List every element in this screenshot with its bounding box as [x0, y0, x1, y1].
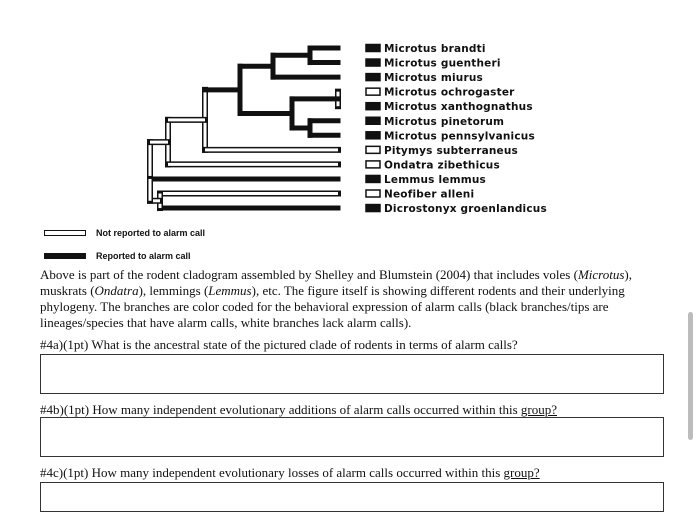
tip-box — [365, 43, 381, 53]
question-4b: #4b)(1pt) How many independent evolution… — [40, 402, 557, 418]
description-text: Above is part of the rodent cladogram as… — [40, 267, 578, 282]
legend-white-swatch — [44, 230, 86, 236]
question-4b-underlined: group? — [520, 402, 557, 417]
question-4c: #4c)(1pt) How many independent evolution… — [40, 465, 540, 481]
tip-box — [365, 131, 381, 140]
legend-not-reported: Not reported to alarm call — [44, 228, 205, 238]
legend-black-swatch — [44, 253, 86, 259]
tip-box — [365, 101, 381, 111]
tip-box — [365, 58, 381, 67]
tip-box — [365, 145, 381, 155]
tip-box — [365, 116, 381, 125]
taxon-label: Microtus pinetorum — [384, 116, 504, 128]
genus-microtus: Microtus — [577, 267, 625, 282]
taxon-label: Microtus miurus — [384, 72, 483, 84]
taxon-label: Microtus pennsylvanicus — [384, 130, 535, 142]
tip-box — [365, 203, 381, 213]
taxon-label: Neofiber alleni — [384, 189, 474, 201]
answer-box-4a[interactable] — [40, 354, 664, 394]
taxon-label: Microtus ochrogaster — [384, 87, 515, 99]
taxon-label: Microtus xanthognathus — [384, 101, 533, 113]
tip-box — [365, 72, 381, 82]
description-text: ), muskrats ( — [40, 267, 632, 298]
genus-lemmus: Lemmus — [208, 283, 252, 298]
taxon-label: Microtus guentheri — [384, 58, 501, 70]
legend-not-reported-label: Not reported to alarm call — [96, 228, 206, 238]
description-paragraph: Above is part of the rodent cladogram as… — [40, 267, 655, 331]
taxon-label: Pitymys subterraneus — [384, 145, 518, 157]
taxon-label: Microtus brandti — [384, 43, 486, 55]
genus-ondatra: Ondatra — [94, 283, 139, 298]
question-4c-text: #4c)(1pt) How many independent evolution… — [40, 465, 504, 480]
question-4a: #4a)(1pt) What is the ancestral state of… — [40, 337, 518, 352]
answer-box-4b[interactable] — [40, 417, 664, 457]
legend-reported: Reported to alarm call — [44, 251, 191, 261]
taxon-label: Lemmus lemmus — [384, 174, 486, 186]
taxon-label: Ondatra zibethicus — [384, 159, 500, 171]
tip-box — [365, 87, 381, 96]
question-4c-underlined: group? — [503, 465, 540, 480]
tip-box — [365, 160, 381, 169]
description-text: ), lemmings ( — [138, 283, 209, 298]
cladogram-tips — [365, 43, 381, 213]
taxon-label: Dicrostonyx groenlandicus — [384, 203, 547, 215]
answer-box-4c[interactable] — [40, 482, 664, 512]
scrollbar[interactable] — [688, 312, 693, 440]
question-4b-text: #4b)(1pt) How many independent evolution… — [40, 402, 521, 417]
cladogram-branches — [147, 45, 341, 212]
tip-box — [365, 174, 381, 184]
description-text: ), etc. The figure itself is showing dif… — [40, 283, 625, 330]
tip-box — [365, 189, 381, 198]
legend-reported-label: Reported to alarm call — [96, 251, 191, 261]
